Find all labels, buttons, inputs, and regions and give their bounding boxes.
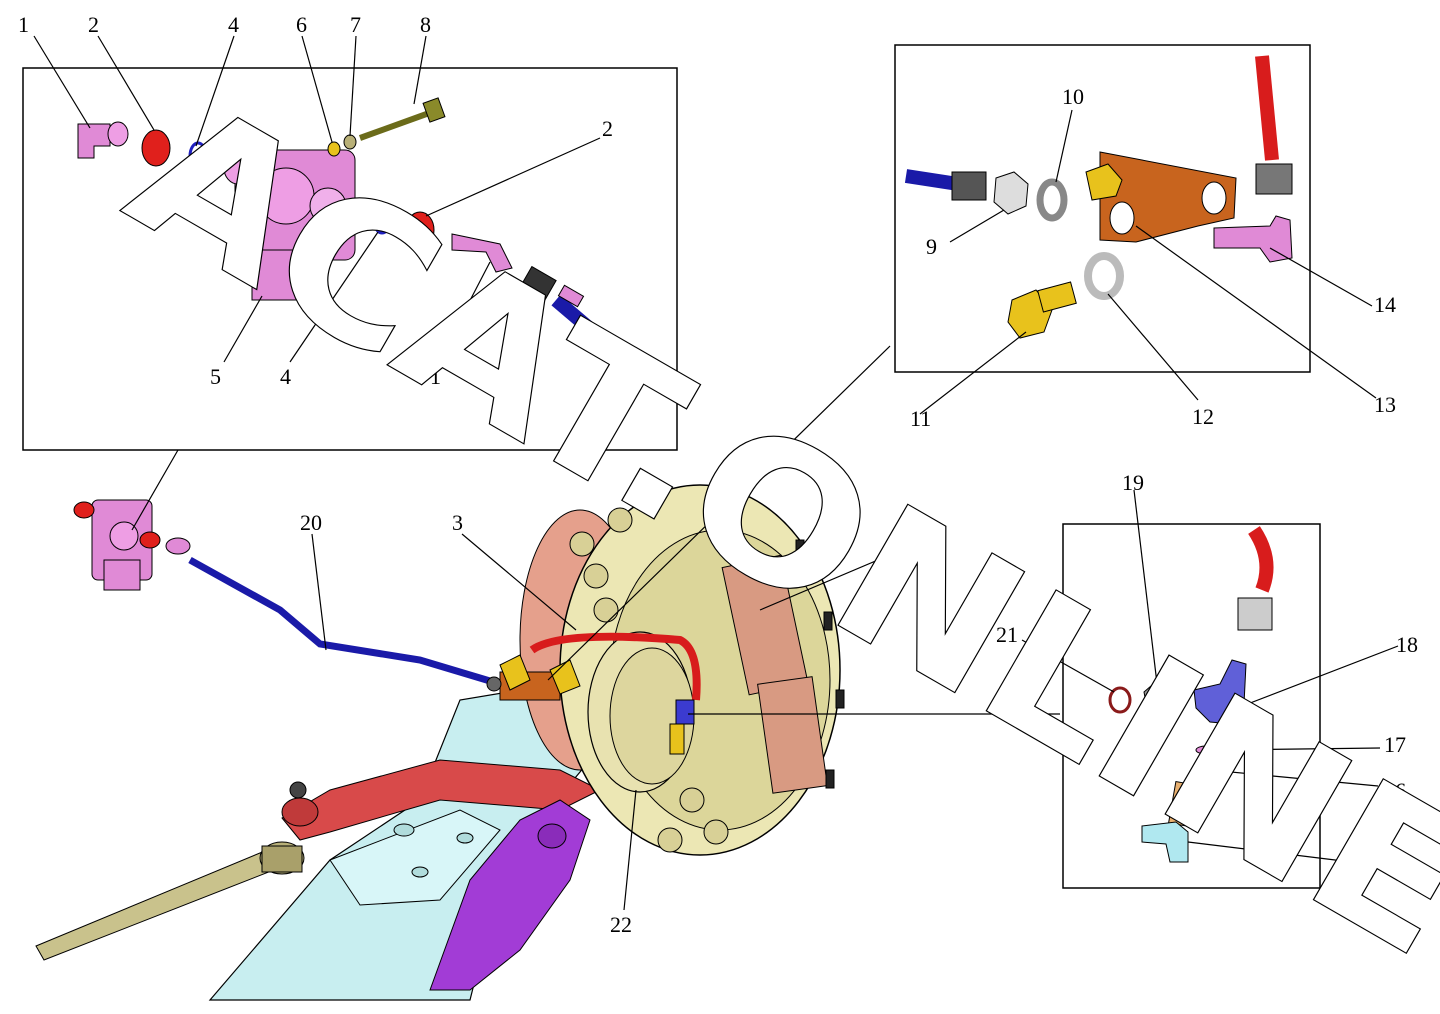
part-valve-5 [223,149,356,301]
part-washer-6 [327,141,341,157]
main-callouts: 20 3 23 22 [300,510,916,937]
part-bolt-8 [358,97,446,141]
leader-13 [1135,225,1377,399]
callout-9: 9 [926,234,937,259]
detail-box-fitting: 19 18 21 17 16 15 [688,470,1418,889]
part-nut-19 [1143,679,1177,719]
part-elbow-1-left [77,121,129,159]
leader-16 [1209,769,1379,787]
callout-12: 12 [1192,404,1214,429]
callout-14: 14 [1374,292,1396,317]
part-bracket-13 [1085,151,1237,243]
part-ring-21 [1108,686,1132,714]
steering-arm [281,759,602,841]
part-hose-red-3 [1248,526,1274,593]
leader-9 [949,209,1005,243]
callout-1b: 1 [430,364,441,389]
callout-23: 23 [894,536,916,561]
callout-20: 20 [300,510,322,535]
callout-21: 21 [996,622,1018,647]
part-hose-red-end [1255,55,1279,161]
part-valve-15 [1141,780,1208,863]
valve-small [73,499,191,591]
callout-10: 10 [1062,84,1084,109]
part-oring-4-right [372,205,392,235]
part-elbow-1-right [451,233,513,273]
part-hose-red-nut [1255,163,1293,195]
part-washer-10 [1036,178,1068,222]
part-nut-2-right [405,211,435,249]
callout-8: 8 [420,12,431,37]
part-oring-16 [1191,763,1213,773]
leader-7 [349,35,357,137]
detail-box-bracket: 10 9 11 12 13 14 [547,44,1396,681]
part-elbow-14 [1213,215,1293,263]
part-tee-18 [1193,659,1247,725]
leader-17 [1215,747,1381,751]
callout-13: 13 [1374,392,1396,417]
leader-8 [413,35,427,105]
part-fitting-11 [1007,281,1077,339]
leader-20 [311,533,327,651]
detail-frame-3 [1062,523,1321,889]
leader-18 [1231,645,1399,711]
part-hose-end [519,265,655,386]
leader-1b [437,261,491,363]
knuckle-arm [429,799,591,991]
callout-7: 7 [350,12,361,37]
leader-10 [1055,109,1073,183]
leader-2a [97,35,155,131]
leader-21 [1021,639,1115,693]
leader-22 [623,789,637,911]
part-nut-9 [993,171,1029,215]
leader-4a [195,35,235,147]
part-nut-2-left [141,129,171,167]
callout-3: 3 [452,510,463,535]
leader-23 [759,553,893,611]
callout-1a: 1 [18,12,29,37]
callout-11: 11 [910,406,931,431]
part-hose-nut [951,171,987,201]
leader-11 [919,331,1027,415]
detail-frame-1 [22,67,678,451]
callout-16: 16 [1384,778,1406,803]
main-assembly [35,484,845,1001]
leader-15 [1187,841,1385,867]
callout-17: 17 [1384,732,1406,757]
bracket-assembly [486,654,581,701]
callout-6: 6 [296,12,307,37]
leader-2b [425,137,601,217]
callout-22: 22 [610,912,632,937]
tie-rod [35,841,305,961]
leader-12 [1107,293,1199,401]
callout-2a: 2 [88,12,99,37]
callout-19: 19 [1122,470,1144,495]
leader-19 [1133,489,1159,693]
part-washer-12 [1084,252,1124,300]
part-hose-nut-3 [1237,597,1273,631]
leader-box1-to-valve [131,449,179,531]
leader-4b [289,231,379,363]
detail-box-valve: 1 2 4 6 7 8 2 5 4 1 [18,12,678,531]
air-line-20 [188,556,502,688]
callout-5: 5 [210,364,221,389]
leader-1a [33,35,91,129]
callout-4a: 4 [228,12,239,37]
leader-3 [461,533,577,631]
detail-frame-2 [894,44,1311,373]
callout-2b: 2 [602,116,613,141]
callout-4b: 4 [280,364,291,389]
part-oring-4-left [188,141,208,171]
callout-15: 15 [1386,854,1408,879]
leader-box2-to-bracket [547,345,891,681]
callout-18: 18 [1396,632,1418,657]
leader-6 [301,35,333,143]
leader-14 [1269,247,1373,307]
chamber-fitting [669,699,695,755]
leader-5 [223,295,263,363]
brake-hose-red [529,632,701,701]
part-hose-blue-end [904,169,960,191]
